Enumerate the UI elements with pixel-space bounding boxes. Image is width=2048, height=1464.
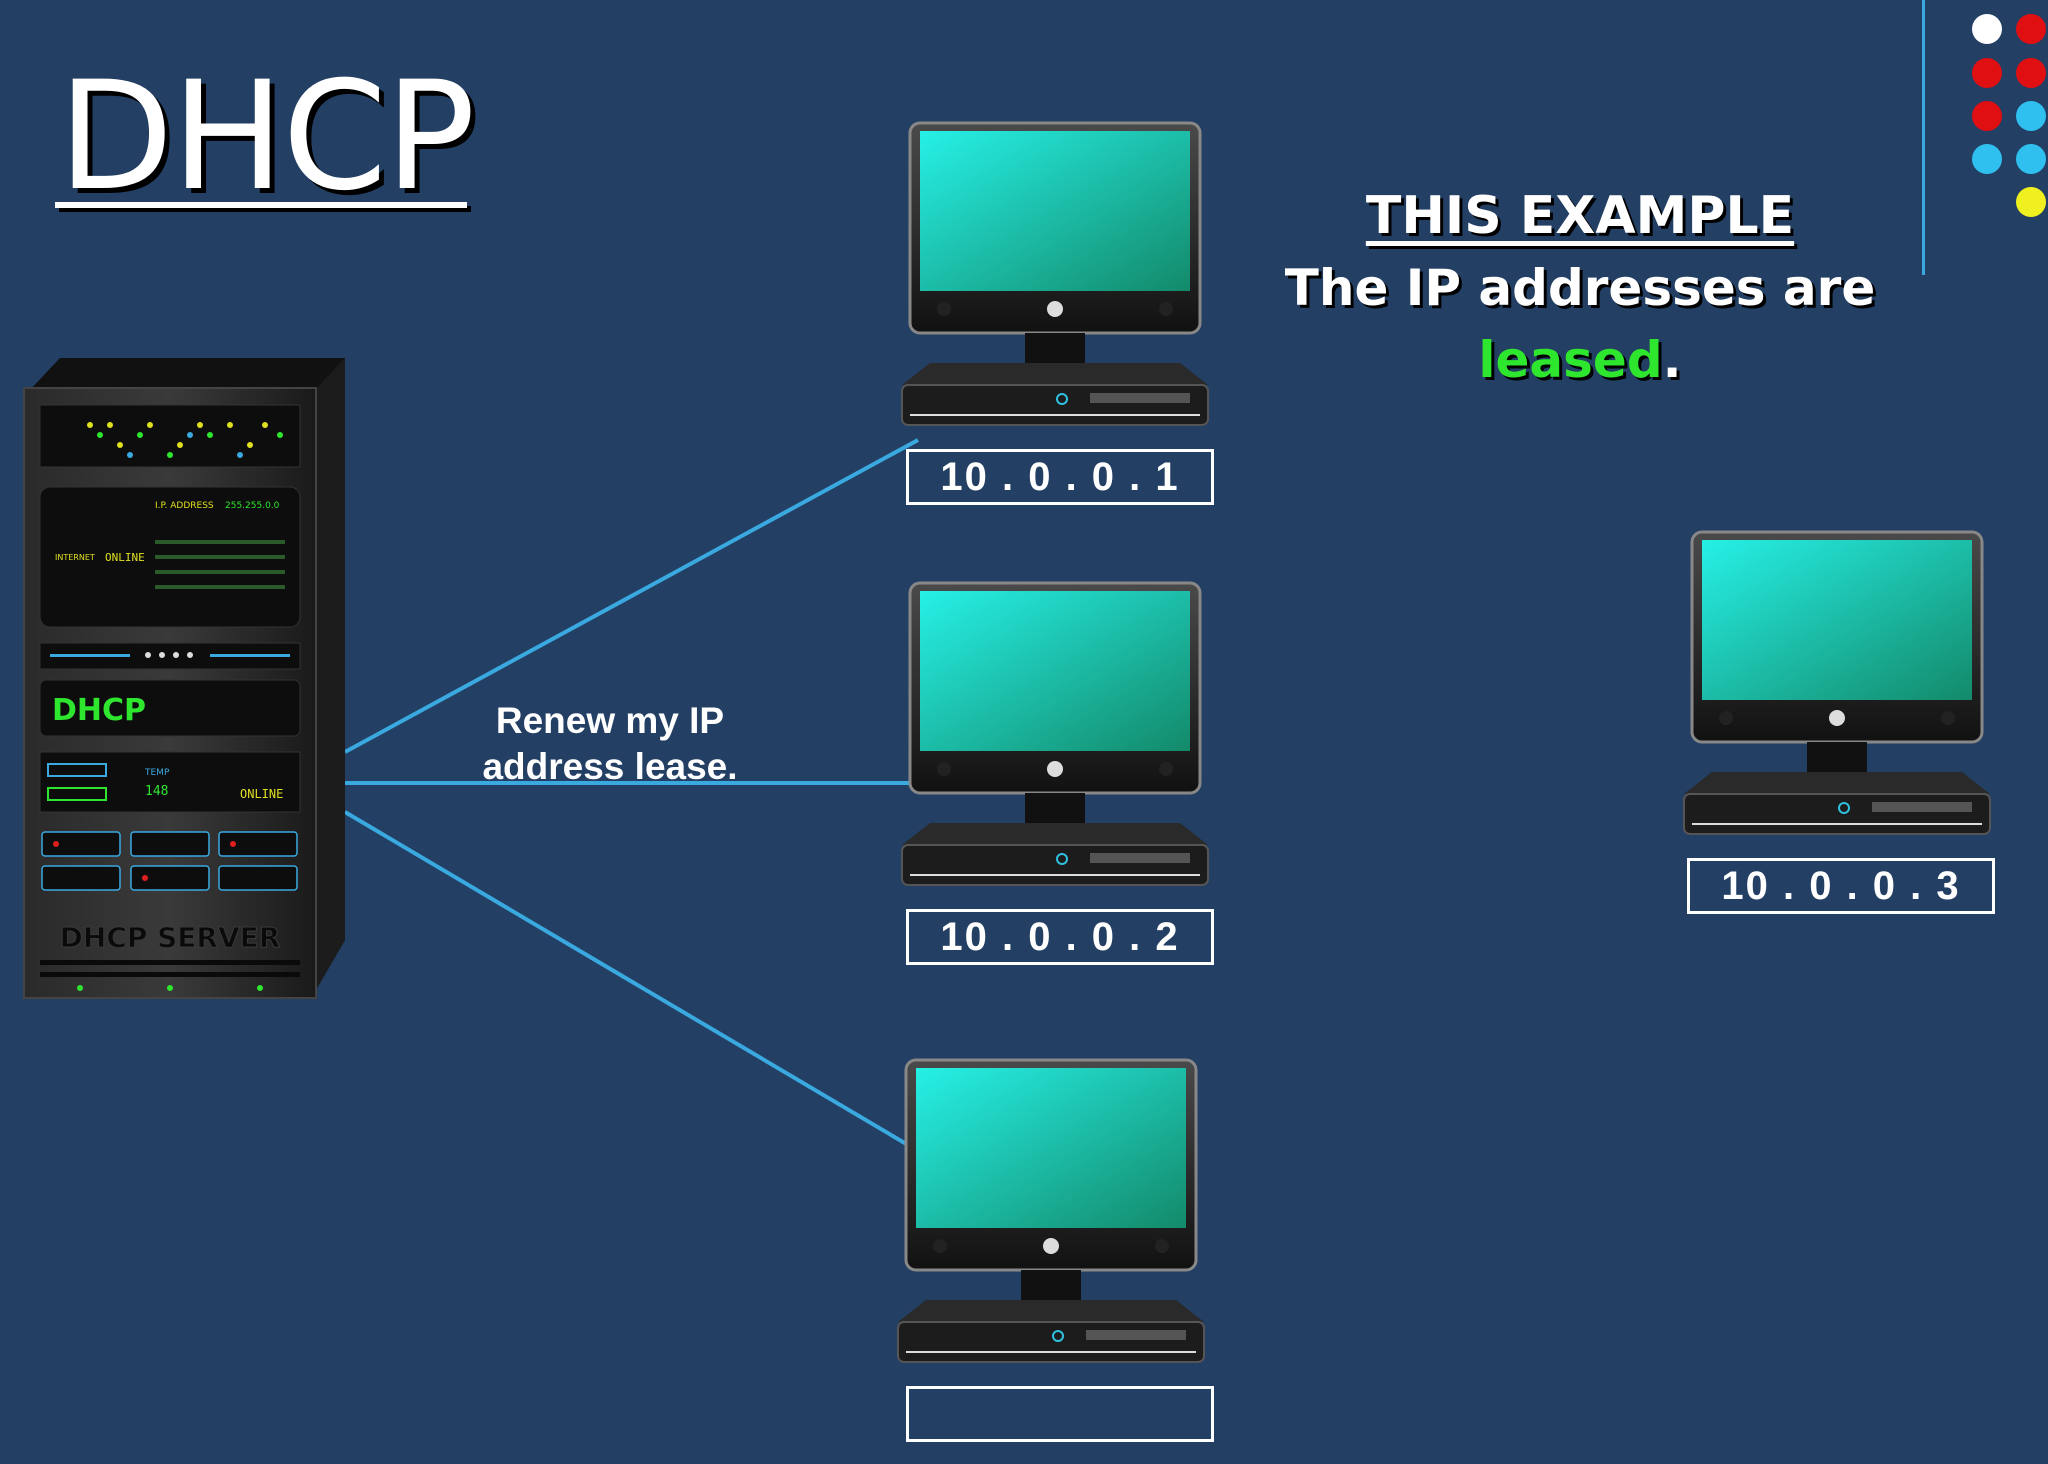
client-computer-4-icon [1682, 530, 1992, 836]
example-accent-word: leased [1478, 331, 1663, 389]
link-to-client-3 [343, 810, 910, 1147]
page-title: DHCP [58, 50, 475, 224]
client-computer-3-icon [896, 1058, 1206, 1364]
client-computer-1-icon [900, 121, 1210, 427]
server-ip-label: I.P. ADDRESS [155, 501, 214, 511]
example-line-2: leased. [1240, 324, 1920, 396]
decor-dot [2016, 14, 2046, 44]
client-4-ip-box: 10 . 0 . 0 . 3 [1687, 858, 1995, 914]
server-label: DHCP SERVER [60, 921, 281, 954]
decor-dot [1972, 14, 2002, 44]
renew-message: Renew my IP address lease. [440, 698, 780, 790]
link-to-client-1 [344, 438, 919, 754]
client-1-ip-box: 10 . 0 . 0 . 1 [906, 449, 1214, 505]
example-line-1: The IP addresses are [1284, 259, 1876, 317]
decor-divider [1922, 0, 1925, 275]
decor-dot [2016, 144, 2046, 174]
example-heading: THIS EXAMPLE [1365, 186, 1795, 246]
example-callout: THIS EXAMPLE The IP addresses are leased… [1240, 180, 1920, 396]
renew-message-line-1: Renew my IP [495, 700, 725, 741]
decor-dot [2016, 187, 2046, 217]
decor-dot [1972, 58, 2002, 88]
decor-dot [1972, 101, 2002, 131]
renew-message-line-2: address lease. [482, 746, 738, 787]
client-computer-2-icon [900, 581, 1210, 887]
decor-dot [2016, 58, 2046, 88]
dhcp-server-icon: I.P. ADDRESS 255.255.0.0 INTERNET ONLINE… [23, 358, 345, 999]
example-punct: . [1662, 331, 1682, 389]
server-online: ONLINE [105, 551, 145, 564]
server-temp: TEMP [144, 768, 170, 778]
server-mask: 255.255.0.0 [225, 501, 280, 511]
decor-dot [1972, 144, 2002, 174]
server-online-2: ONLINE [240, 787, 283, 801]
title-underline [55, 202, 467, 208]
client-2-ip-box: 10 . 0 . 0 . 2 [906, 909, 1214, 965]
server-badge: DHCP [52, 693, 146, 728]
client-3-ip-box [906, 1386, 1214, 1442]
decor-dot [2016, 101, 2046, 131]
server-internet: INTERNET [55, 553, 95, 562]
server-temp-value: 148 [145, 784, 168, 799]
